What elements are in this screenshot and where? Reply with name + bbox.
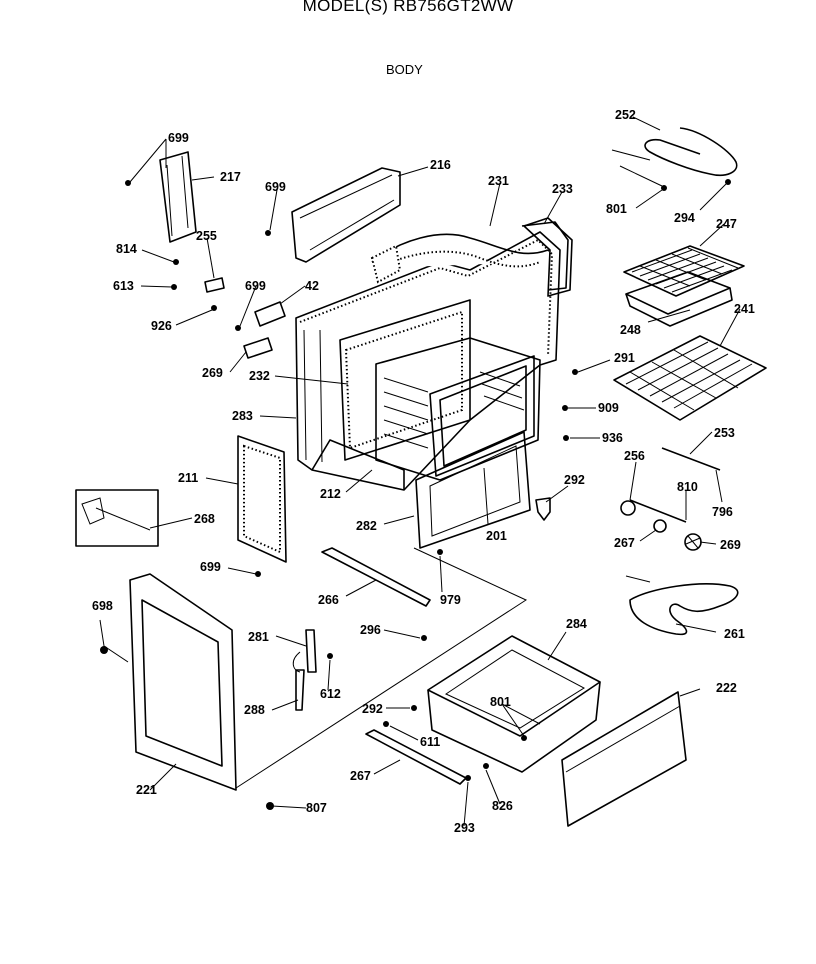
label-241: 241 bbox=[734, 302, 755, 316]
label-292: 292 bbox=[362, 702, 383, 716]
label-256: 256 bbox=[624, 449, 645, 463]
hinge-part bbox=[292, 629, 317, 711]
label-294: 294 bbox=[674, 211, 695, 225]
label-699: 699 bbox=[245, 279, 266, 293]
side-bracket-part bbox=[159, 151, 197, 243]
corner-piece-part bbox=[523, 217, 573, 297]
oven-liner-part bbox=[375, 337, 541, 481]
label-612: 612 bbox=[320, 687, 341, 701]
label-266: 266 bbox=[318, 593, 339, 607]
label-291: 291 bbox=[614, 351, 635, 365]
label-216: 216 bbox=[430, 158, 451, 172]
label-267: 267 bbox=[350, 769, 371, 783]
thermostat-parts bbox=[620, 447, 721, 551]
label-281: 281 bbox=[248, 630, 269, 644]
label-255: 255 bbox=[196, 229, 217, 243]
label-293: 293 bbox=[454, 821, 475, 835]
label-268: 268 bbox=[194, 512, 215, 526]
label-248: 248 bbox=[620, 323, 641, 337]
label-42: 42 bbox=[305, 279, 319, 293]
floor-outline bbox=[235, 547, 528, 789]
label-699: 699 bbox=[265, 180, 286, 194]
label-232: 232 bbox=[249, 369, 270, 383]
leader-lines bbox=[99, 116, 741, 827]
door-frame-part bbox=[415, 431, 531, 549]
label-221: 221 bbox=[136, 783, 157, 797]
fasteners bbox=[100, 179, 731, 810]
label-699: 699 bbox=[200, 560, 221, 574]
label-267: 267 bbox=[614, 536, 635, 550]
part-labels: 699 217 699 216 231 233 252 255 814 613 … bbox=[92, 108, 755, 835]
vent-panel-part bbox=[291, 167, 401, 263]
label-796: 796 bbox=[712, 505, 733, 519]
label-233: 233 bbox=[552, 182, 573, 196]
label-801: 801 bbox=[606, 202, 627, 216]
label-611: 611 bbox=[420, 735, 440, 749]
label-979: 979 bbox=[440, 593, 461, 607]
storage-drawer-part bbox=[427, 635, 601, 773]
label-801: 801 bbox=[490, 695, 511, 709]
label-909: 909 bbox=[598, 401, 619, 415]
label-247: 247 bbox=[716, 217, 737, 231]
label-201: 201 bbox=[486, 529, 507, 543]
label-283: 283 bbox=[232, 409, 253, 423]
label-231: 231 bbox=[488, 174, 509, 188]
label-211: 211 bbox=[178, 471, 198, 485]
label-282: 282 bbox=[356, 519, 377, 533]
oven-rack-part bbox=[613, 335, 767, 421]
oven-body-part bbox=[295, 221, 569, 491]
insulation-panel-part bbox=[237, 435, 287, 563]
broil-element-part bbox=[611, 127, 738, 187]
label-814: 814 bbox=[116, 242, 137, 256]
label-284: 284 bbox=[566, 617, 587, 631]
model-title: MODEL(S) RB756GT2WW bbox=[302, 0, 514, 15]
label-252: 252 bbox=[615, 108, 636, 122]
knob-part bbox=[535, 497, 551, 521]
bake-element-part bbox=[625, 575, 739, 636]
label-926: 926 bbox=[151, 319, 172, 333]
label-269: 269 bbox=[202, 366, 223, 380]
label-288: 288 bbox=[244, 703, 265, 717]
label-292: 292 bbox=[564, 473, 585, 487]
label-222: 222 bbox=[716, 681, 737, 695]
broiler-pan-part bbox=[625, 271, 733, 327]
label-936: 936 bbox=[602, 431, 623, 445]
label-296: 296 bbox=[360, 623, 381, 637]
drawer-front-part bbox=[561, 691, 687, 827]
label-807: 807 bbox=[306, 801, 327, 815]
label-217: 217 bbox=[220, 170, 241, 184]
label-826: 826 bbox=[492, 799, 513, 813]
label-212: 212 bbox=[320, 487, 341, 501]
section-title: BODY bbox=[386, 62, 423, 77]
label-613: 613 bbox=[113, 279, 134, 293]
label-253: 253 bbox=[714, 426, 735, 440]
label-269: 269 bbox=[720, 538, 741, 552]
label-261: 261 bbox=[724, 627, 745, 641]
label-698: 698 bbox=[92, 599, 113, 613]
oven-door-part bbox=[129, 573, 237, 791]
small-brackets-part bbox=[204, 277, 286, 359]
inset-box bbox=[75, 489, 159, 547]
label-699: 699 bbox=[168, 131, 189, 145]
label-810: 810 bbox=[677, 480, 698, 494]
